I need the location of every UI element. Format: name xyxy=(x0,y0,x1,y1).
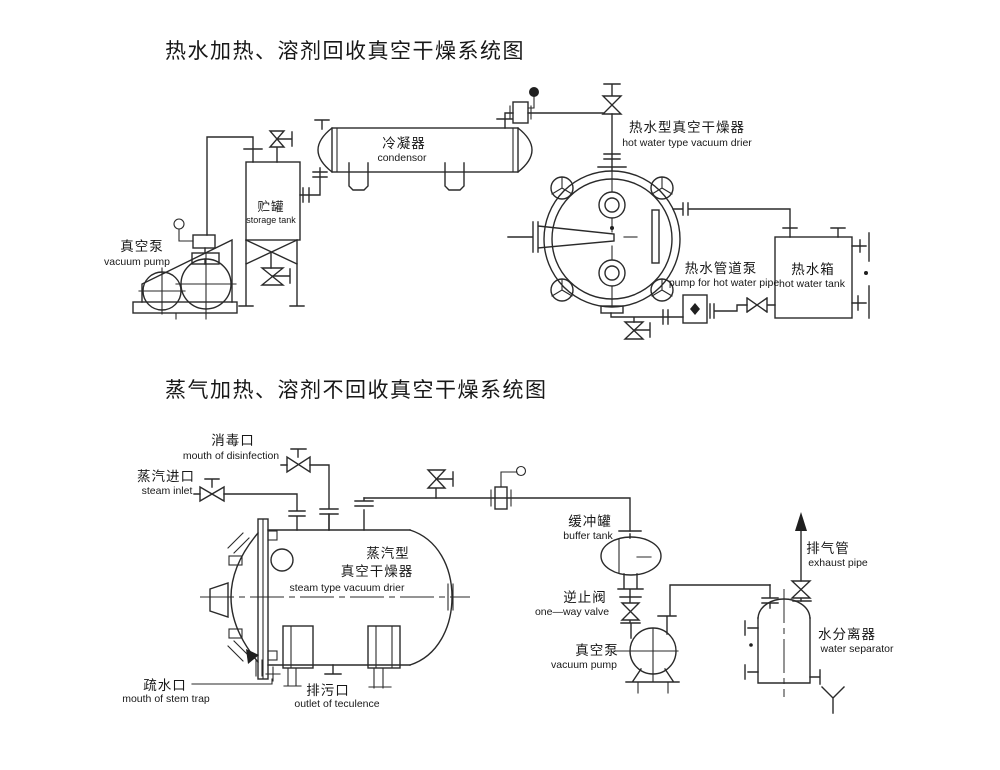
label-steam-inlet-en: steam inlet xyxy=(142,485,193,497)
label-storage-tank-en: storage tank xyxy=(246,215,296,225)
label-hot-water-drier-en: hot water type vacuum drier xyxy=(622,137,752,149)
label-vacuum-pump-en: vacuum pump xyxy=(104,256,170,268)
label-pipe-pump-zh: 热水管道泵 xyxy=(685,261,758,276)
label-vacuum-pump-zh: 真空泵 xyxy=(120,239,164,254)
disinfection-pipe xyxy=(280,448,339,531)
clamp-icon xyxy=(650,176,674,200)
clamp-icon xyxy=(550,278,574,302)
label-exhaust-pipe-zh: 排气管 xyxy=(806,541,850,556)
label-vacuum-pump2-zh: 真空泵 xyxy=(575,643,619,658)
label-buffer-tank-zh: 缓冲罐 xyxy=(568,514,612,529)
label-hot-water-drier-zh: 热水型真空干燥器 xyxy=(629,120,745,135)
pump-to-tank-pipe xyxy=(206,136,263,236)
hot-water-tank-symbol xyxy=(774,227,870,319)
top-system-title: 热水加热、溶剂回收真空干燥系统图 xyxy=(165,40,525,63)
label-water-separator-zh: 水分离器 xyxy=(818,626,876,642)
label-storage-tank-zh: 贮罐 xyxy=(257,199,284,214)
label-steam-trap-zh: 疏水口 xyxy=(143,678,187,693)
label-condenser-en: condensor xyxy=(377,152,427,164)
label-one-way-valve-en: one—way valve xyxy=(535,606,609,618)
separator-inlet-pipe xyxy=(761,584,779,609)
drier-to-tank-pipe xyxy=(672,202,791,229)
clamp-icon xyxy=(650,278,674,302)
label-steam-inlet-zh: 蒸汽进口 xyxy=(137,469,195,484)
bottom-system-title: 蒸气加热、溶剂不回收真空干燥系统图 xyxy=(165,379,548,402)
label-hot-water-tank-en: hot water tank xyxy=(779,278,846,290)
label-steam-drier-zh2: 真空干燥器 xyxy=(341,564,414,579)
label-outlet-zh: 排污口 xyxy=(306,683,350,698)
label-steam-trap-en: mouth of stem trap xyxy=(122,693,210,705)
label-water-separator-en: water separator xyxy=(820,643,894,655)
clamp-icon xyxy=(550,176,574,200)
label-outlet-en: outlet of teculence xyxy=(294,698,379,710)
vacuum-pump-symbol xyxy=(132,218,238,320)
hot-water-drier-symbol xyxy=(507,170,681,308)
label-vacuum-pump2-en: vacuum pump xyxy=(551,659,617,671)
vacuum-pump2-symbol xyxy=(613,584,771,694)
buffer-tank-symbol xyxy=(600,530,662,598)
water-separator-symbol xyxy=(744,512,845,714)
one-way-valve-symbol xyxy=(620,596,641,639)
label-one-way-valve-zh: 逆止阀 xyxy=(563,590,607,605)
label-disinfection-zh: 消毒口 xyxy=(211,433,255,448)
label-steam-drier-en: steam type vacuum drier xyxy=(290,582,405,594)
hot-water-pipe-pump-symbol xyxy=(682,294,776,324)
hot-water-system-diagram: 热水加热、溶剂回收真空干燥系统图 xyxy=(104,40,870,340)
condenser-drain-pipe xyxy=(299,167,328,203)
storage-tank-symbol xyxy=(238,130,305,307)
condenser-symbol xyxy=(314,119,533,191)
label-pipe-pump-en: pump for hot water pipe xyxy=(669,277,779,289)
label-exhaust-pipe-en: exhaust pipe xyxy=(808,557,868,569)
label-steam-drier-zh1: 蒸汽型 xyxy=(366,546,410,561)
drier-discharge-pipe xyxy=(600,305,684,340)
vacuum-line xyxy=(363,465,631,532)
steam-inlet-pipe xyxy=(193,478,306,531)
label-condenser-zh: 冷凝器 xyxy=(382,136,426,151)
steam-system-diagram: 蒸气加热、溶剂不回收真空干燥系统图 xyxy=(122,379,894,714)
label-hot-water-tank-zh: 热水箱 xyxy=(791,262,835,277)
condenser-to-drier-pipe xyxy=(496,83,627,172)
label-disinfection-en: mouth of disinfection xyxy=(183,450,279,462)
label-buffer-tank-en: buffer tank xyxy=(563,530,613,542)
steam-drier-symbol xyxy=(191,497,470,689)
